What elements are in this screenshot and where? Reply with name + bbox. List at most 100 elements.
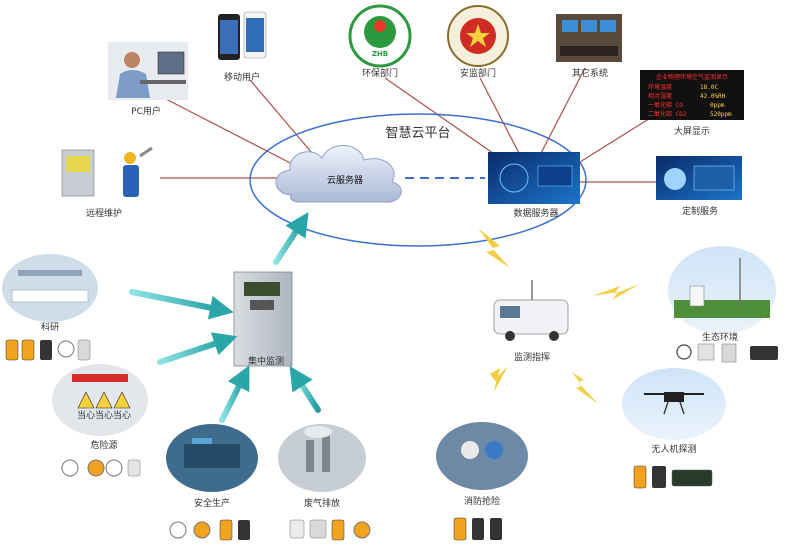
- lightning-bolts: [478, 228, 640, 404]
- platform-ellipse: [249, 113, 587, 247]
- pc-user-label: PC用户: [131, 105, 161, 117]
- drone: 无人机探测: [622, 368, 726, 489]
- link-safety-server: [479, 77, 521, 156]
- star-icon: [466, 24, 490, 47]
- control-screen-3: [600, 20, 616, 32]
- mobile-user: 移动用户: [218, 11, 267, 83]
- rescue-image: [436, 422, 528, 490]
- vehicle: 监测指挥: [493, 280, 569, 363]
- factory-highlight: [192, 438, 212, 444]
- fixed-detector-icon: [193, 521, 211, 539]
- monitor-icon: [157, 51, 185, 75]
- lightning-icon: [572, 372, 598, 404]
- gas-detector-icon: [289, 519, 305, 539]
- hazard-source: 当心 当心 当心 危险源: [52, 364, 148, 477]
- lightning-icon: [592, 284, 640, 300]
- drone-body-icon: [664, 392, 684, 402]
- arrow-to-cloud: [273, 211, 309, 265]
- phone-dark-screen: [220, 20, 238, 54]
- gas-detector-icon: [453, 517, 467, 541]
- led-screen: [640, 70, 744, 120]
- concentrator-label: 集中监测: [248, 355, 284, 367]
- firefighter-icon: [461, 441, 479, 459]
- led-row-2-value: 42.0%RH: [700, 93, 726, 100]
- pc-user: PC用户: [108, 42, 188, 117]
- other-systems-label: 其它系统: [572, 67, 608, 79]
- custom-service-panel: [693, 165, 735, 191]
- mobile-user-label: 移动用户: [224, 71, 260, 83]
- sensor-box-icon: [721, 343, 737, 363]
- van-wheel-icon: [505, 331, 515, 341]
- gas-detector-icon: [127, 459, 141, 477]
- smoke-icon: [304, 426, 332, 438]
- concentrator: 集中监测: [233, 271, 293, 367]
- data-server-panel: [537, 165, 573, 187]
- gas-detector-icon: [5, 339, 19, 361]
- gas-detector-icon: [309, 519, 327, 539]
- hazard-sign-text: 当心: [95, 409, 113, 421]
- research-label: 科研: [41, 321, 59, 333]
- research: 科研: [2, 254, 98, 361]
- research-image: [2, 254, 98, 322]
- eco-station-icon: [689, 285, 705, 307]
- safe-production-devices: [169, 519, 250, 541]
- drone-devices: [633, 465, 713, 489]
- hazard-label: 危险源: [90, 439, 117, 451]
- big-screen: 企业物理环境空气监测显示 环境温度 18.0C 相对湿度 42.0%RH 一氧化…: [640, 70, 744, 137]
- sensor-box-icon: [697, 343, 715, 361]
- led-row-1-label: 环境温度: [648, 83, 672, 91]
- safe-production: 安全生产: [166, 424, 258, 541]
- exhaust: 废气排放: [278, 424, 371, 541]
- data-server: 数据服务器: [488, 152, 580, 219]
- control-desk: [560, 46, 618, 56]
- drone-label: 无人机探测: [651, 443, 696, 455]
- drone-leg-icon: [679, 401, 685, 415]
- custom-service-cd: [664, 168, 686, 190]
- cabinet-keypad: [250, 300, 274, 310]
- arrow-research: [129, 289, 234, 320]
- drone-leg-icon: [663, 401, 669, 415]
- link-env-server: [384, 77, 501, 159]
- chimney-icon: [322, 434, 330, 472]
- vehicle-label: 监测指挥: [514, 351, 550, 363]
- arrow-safe-prod: [219, 365, 250, 423]
- hazard-sign-text: 当心: [77, 409, 95, 421]
- rescue: 消防抢险: [436, 422, 528, 541]
- fixed-detector-icon: [353, 521, 371, 539]
- hazard-devices: [61, 459, 141, 477]
- research-devices: [5, 339, 91, 361]
- connection-lines: [159, 67, 660, 183]
- warning-sign-icon: [77, 391, 95, 409]
- gas-detector-icon: [238, 520, 250, 540]
- fixed-detector-icon: [61, 459, 79, 477]
- exhaust-devices: [289, 519, 371, 541]
- worker-head-icon: [124, 152, 136, 164]
- gas-detector-icon: [490, 518, 502, 540]
- gas-detector-icon: [472, 518, 484, 540]
- arrow-hazard: [157, 332, 238, 365]
- led-row-1-value: 18.0C: [700, 84, 718, 91]
- cabinet-display: [244, 282, 280, 296]
- van-window-icon: [500, 306, 520, 318]
- arrow-exhaust: [289, 365, 321, 413]
- big-screen-label: 大屏显示: [674, 125, 710, 137]
- exhaust-label: 废气排放: [304, 497, 340, 509]
- gas-detector-icon: [652, 466, 666, 488]
- led-row-4-value: 520ppm: [710, 111, 732, 118]
- led-header: 企业物理环境空气监测显示: [656, 73, 728, 81]
- gas-detector-icon: [77, 339, 91, 361]
- link-mobile-cloud: [249, 79, 319, 161]
- remote-maint-label: 远程维护: [86, 207, 122, 219]
- cloud-server: 云服务器: [275, 145, 402, 203]
- env-logo-sun: [374, 20, 386, 32]
- eco-ground: [674, 300, 770, 318]
- chimney-icon: [306, 440, 314, 472]
- person-head-icon: [124, 52, 140, 68]
- remote-maint: 远程维护: [61, 146, 153, 219]
- lightning-icon: [490, 366, 508, 392]
- lab-bench: [11, 289, 89, 303]
- warning-sign-icon: [95, 391, 113, 409]
- teal-arrows: [129, 211, 321, 423]
- led-row-2-label: 相对湿度: [648, 92, 672, 100]
